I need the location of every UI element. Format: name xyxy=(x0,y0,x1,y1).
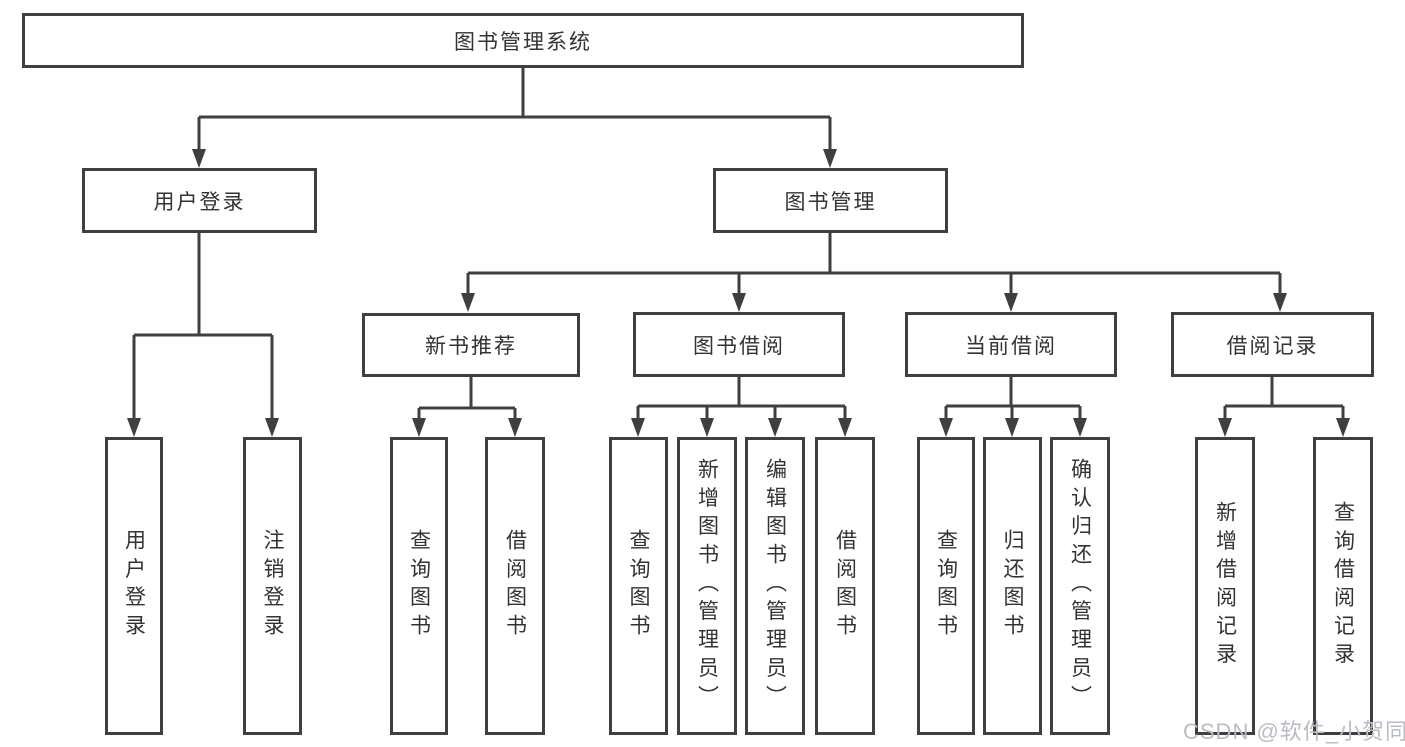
leaf-borrow-books-recommend: 借阅图书 xyxy=(485,437,545,735)
node-new-book-recommend-label: 新书推荐 xyxy=(425,335,517,358)
leaf-query-borrow-record-label: 查询借阅记录 xyxy=(1331,500,1355,672)
node-new-book-recommend: 新书推荐 xyxy=(362,313,580,377)
csdn-watermark: CSDN @软件_小贺同学 xyxy=(1183,719,1405,744)
leaf-logout-label: 注销登录 xyxy=(261,529,284,643)
leaf-borrow-books-label: 借阅图书 xyxy=(833,529,857,643)
node-borrowing-records-label: 借阅记录 xyxy=(1226,334,1319,358)
leaf-borrow-books-recommend-label: 借阅图书 xyxy=(503,529,527,643)
leaf-logout: 注销登录 xyxy=(243,437,302,735)
node-current-borrowing-label: 当前借阅 xyxy=(965,334,1057,358)
leaf-return-books-label: 归还图书 xyxy=(1001,529,1024,643)
node-user-login: 用户登录 xyxy=(82,168,317,233)
leaf-query-borrow-record: 查询借阅记录 xyxy=(1313,437,1373,735)
node-borrowing-records: 借阅记录 xyxy=(1171,312,1374,377)
node-book-management-label: 图书管理 xyxy=(784,190,877,214)
leaf-borrow-books: 借阅图书 xyxy=(815,437,875,735)
leaf-query-books-recommend-label: 查询图书 xyxy=(407,529,431,643)
leaf-user-login-label: 用户登录 xyxy=(122,529,146,643)
leaf-confirm-return-admin: 确认归还（管理员） xyxy=(1050,437,1110,735)
leaf-query-books-recommend: 查询图书 xyxy=(390,437,448,735)
node-book-borrowing-label: 图书借阅 xyxy=(693,334,785,358)
node-current-borrowing: 当前借阅 xyxy=(905,312,1117,377)
leaf-add-borrow-record: 新增借阅记录 xyxy=(1195,437,1255,735)
leaf-query-books-current: 查询图书 xyxy=(917,437,975,735)
node-user-login-label: 用户登录 xyxy=(153,190,246,214)
leaf-query-books-current-label: 查询图书 xyxy=(934,529,958,643)
leaf-add-borrow-record-label: 新增借阅记录 xyxy=(1213,500,1237,672)
leaf-query-books-borrowing: 查询图书 xyxy=(609,437,668,735)
connector-paths xyxy=(132,68,1345,421)
node-library-system-label: 图书管理系统 xyxy=(454,30,592,54)
leaf-edit-books-admin-label: 编辑图书（管理员） xyxy=(763,458,787,714)
node-book-borrowing: 图书借阅 xyxy=(633,312,845,377)
leaf-add-books-admin: 新增图书（管理员） xyxy=(677,437,737,735)
leaf-add-books-admin-label: 新增图书（管理员） xyxy=(695,458,719,714)
leaf-user-login: 用户登录 xyxy=(105,437,163,735)
leaf-edit-books-admin: 编辑图书（管理员） xyxy=(745,437,805,735)
leaf-return-books: 归还图书 xyxy=(983,437,1042,735)
leaf-query-books-borrowing-label: 查询图书 xyxy=(627,529,650,643)
arrowheads xyxy=(127,149,1350,437)
leaf-confirm-return-admin-label: 确认归还（管理员） xyxy=(1068,458,1092,714)
node-library-system: 图书管理系统 xyxy=(22,13,1024,68)
node-book-management: 图书管理 xyxy=(713,168,948,233)
